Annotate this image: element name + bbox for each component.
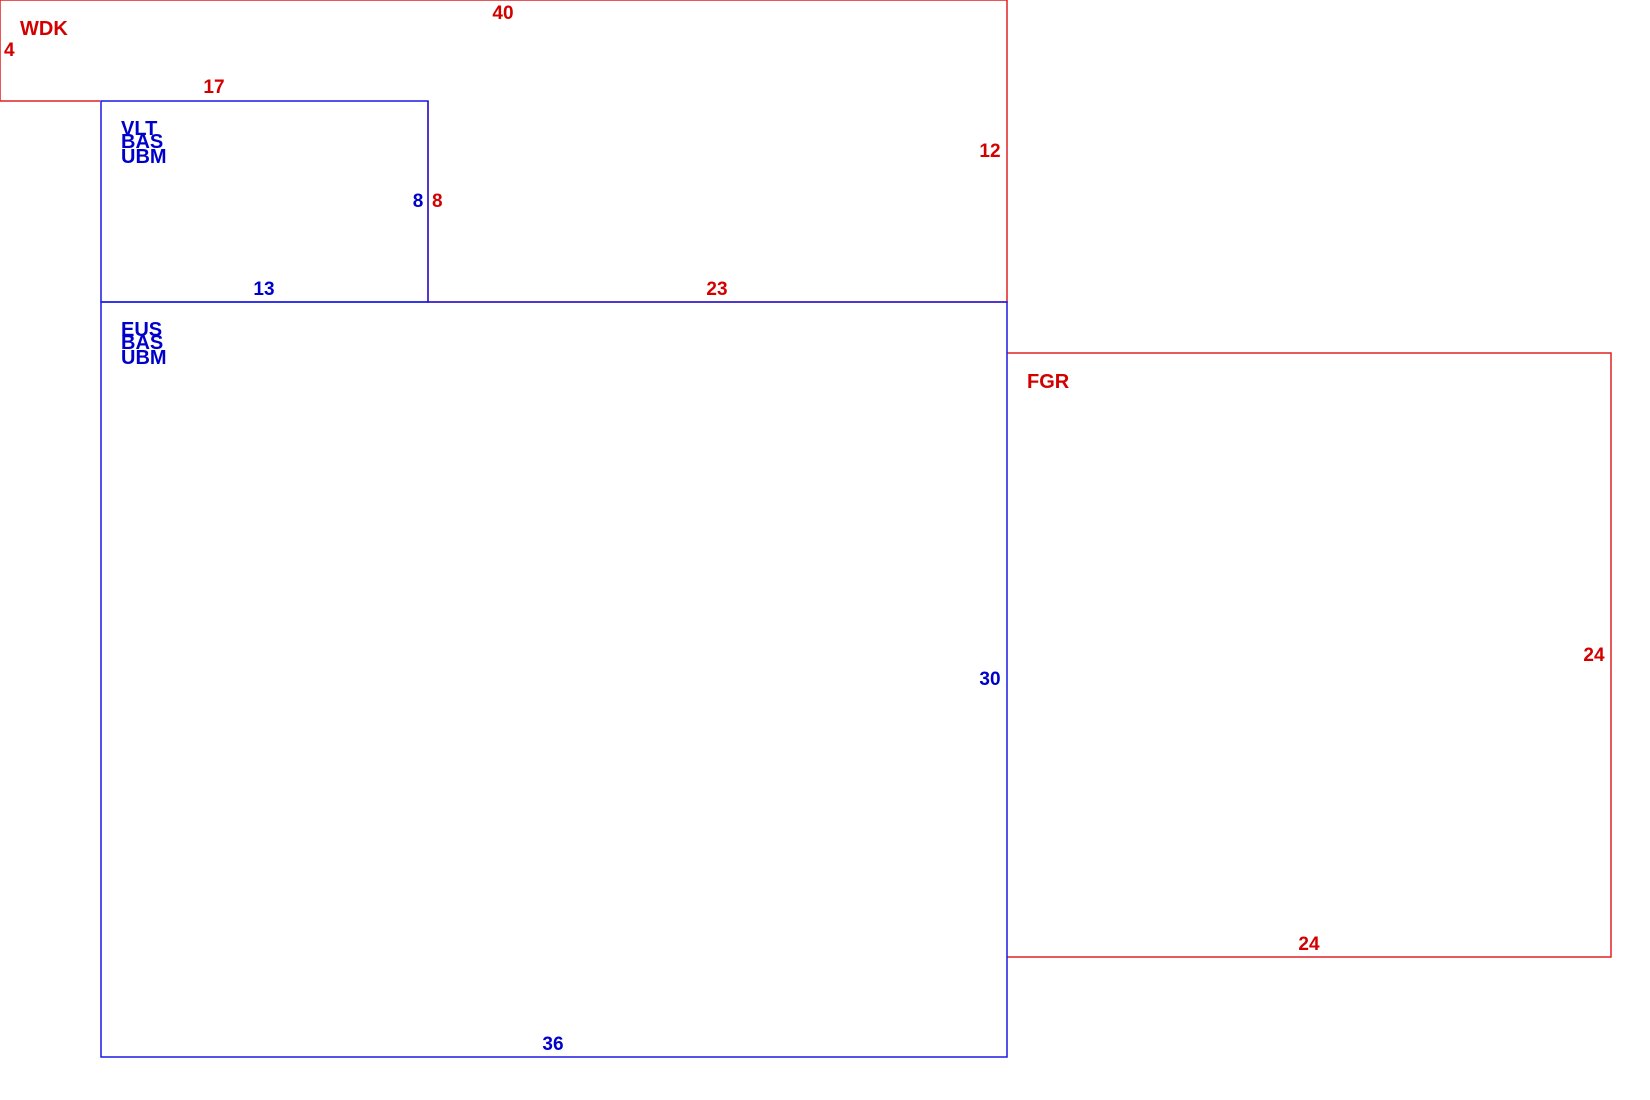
fgr-label: FGR [1027,371,1070,393]
eus-label-1: EUS [121,319,162,341]
vlt-label-2: BAS [121,131,163,153]
eus-label-2: BAS [121,332,163,354]
wdk-dim-left: 4 [4,40,15,61]
fgr-outline [1007,352,1612,958]
wdk-dim-top: 40 [492,3,513,24]
eus-dim-bottom: 36 [542,1034,563,1055]
vlt-dim-right: 8 [413,191,424,212]
wdk-dim-inner: 8 [432,191,443,212]
vlt-label-1: VLT [121,118,157,140]
wdk-label: WDK [20,18,68,40]
vlt-dim-bottom: 13 [253,279,274,300]
eus-label-3: UBM [121,347,167,369]
wdk-dim-right: 12 [979,141,1000,162]
vlt-label-3: UBM [121,146,167,168]
eus-dim-right: 30 [979,669,1000,690]
wdk-dim-bottom: 23 [706,279,727,300]
fgr-dim-right: 24 [1583,645,1605,666]
fgr-dim-bottom: 24 [1298,934,1320,955]
wdk-dim-lower-left: 17 [203,77,224,98]
eus-box [100,301,1008,1058]
